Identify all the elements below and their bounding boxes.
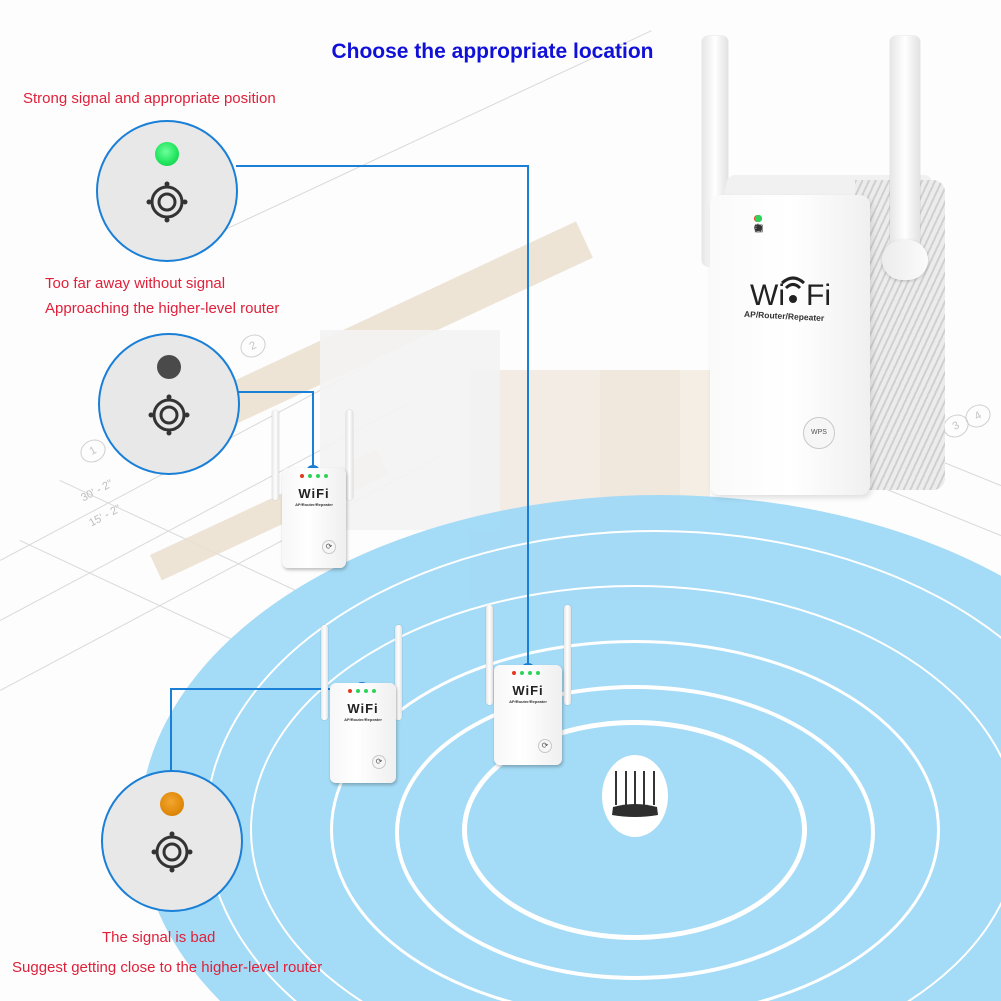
wps-button: WPS (803, 417, 835, 449)
connector-strong-h (236, 165, 528, 167)
wps-button: ⟳ (538, 739, 552, 753)
caption-line: Strong signal and appropriate position (23, 90, 276, 107)
device-subtitle: AP/Router/Repeater (509, 699, 547, 704)
signal-icon: ◎ (754, 223, 763, 234)
target-icon (151, 831, 193, 873)
caption-strong: Strong signal and appropriate position (23, 86, 276, 111)
connector-far-h (237, 391, 313, 393)
caption-too-far: Too far away without signal Approaching … (45, 271, 279, 321)
caption-line: The signal is bad (102, 929, 216, 946)
page-title: Choose the appropriate location (331, 40, 654, 63)
wifi-logo: WiFi (347, 701, 379, 716)
wps-button: ⟳ (322, 540, 336, 554)
antenna (346, 410, 353, 500)
connector-far-v (312, 391, 314, 471)
target-icon (148, 394, 190, 436)
indicator-bad (101, 770, 243, 912)
device-subtitle: AP/Router/Repeater (344, 717, 382, 722)
lan-led: ▣ (754, 215, 763, 234)
power-icon: ⏻ (754, 223, 762, 234)
signal-ring (395, 685, 875, 980)
caption-line: Suggest getting close to the higher-leve… (12, 959, 323, 976)
device-vent-side (855, 180, 945, 490)
dimension-label: 15' - 2" (87, 502, 123, 530)
antenna (395, 625, 402, 720)
caption-line: Approaching the higher-level router (45, 300, 280, 317)
antenna (321, 625, 328, 720)
router-icon (612, 771, 658, 817)
status-leds (512, 671, 540, 675)
off-led-icon (157, 355, 181, 379)
antenna (564, 605, 571, 705)
connector-bad-v (170, 688, 172, 790)
wifi-logo: WiFi (298, 486, 330, 501)
device-front: ⏻ ≋ ⟳ ◎ ▣ Wi (710, 195, 870, 495)
caption-bad-line1: The signal is bad (102, 925, 215, 950)
indicator-too-far (98, 333, 240, 475)
wifi-signal-icon (780, 276, 806, 303)
antenna-hinge (882, 240, 928, 280)
status-leds (348, 689, 376, 693)
main-router-bubble (602, 755, 668, 837)
signal-ring (330, 640, 940, 1001)
status-leds (300, 474, 328, 478)
lan-icon: ▣ (754, 223, 764, 234)
wps-button: ⟳ (372, 755, 386, 769)
caption-bad-line2: Suggest getting close to the higher-leve… (12, 955, 322, 980)
connector-bad-h (170, 688, 362, 690)
antenna (272, 410, 279, 500)
wps-label: WPS (811, 429, 827, 436)
wifi-brand-logo: Wi Fi (748, 271, 838, 315)
green-led-icon (155, 142, 179, 166)
caption-line: Too far away without signal (45, 275, 226, 292)
indicator-strong (96, 120, 238, 262)
signal-ring (462, 720, 807, 940)
wifi-logo-right: Fi (806, 279, 831, 312)
target-icon (146, 181, 188, 223)
antenna-right (890, 36, 920, 276)
device-body: WiFi AP/Router/Repeater ⟳ (494, 665, 562, 765)
wps-icon: ⟳ (754, 223, 763, 234)
wifi-icon: ≋ (754, 223, 763, 234)
blueprint-marker: 2 (236, 330, 270, 362)
wifi-logo-left: Wi (750, 279, 785, 312)
antenna (486, 605, 493, 705)
orange-led-icon (160, 792, 184, 816)
device-body: WiFi AP/Router/Repeater ⟳ (330, 683, 396, 783)
device-body: WiFi AP/Router/Repeater ⟳ (282, 468, 346, 568)
device-subtitle: AP/Router/Repeater (295, 502, 333, 507)
wifi-logo: WiFi (512, 683, 544, 698)
connector-strong-v (527, 165, 529, 670)
blueprint-marker: 1 (76, 435, 110, 467)
